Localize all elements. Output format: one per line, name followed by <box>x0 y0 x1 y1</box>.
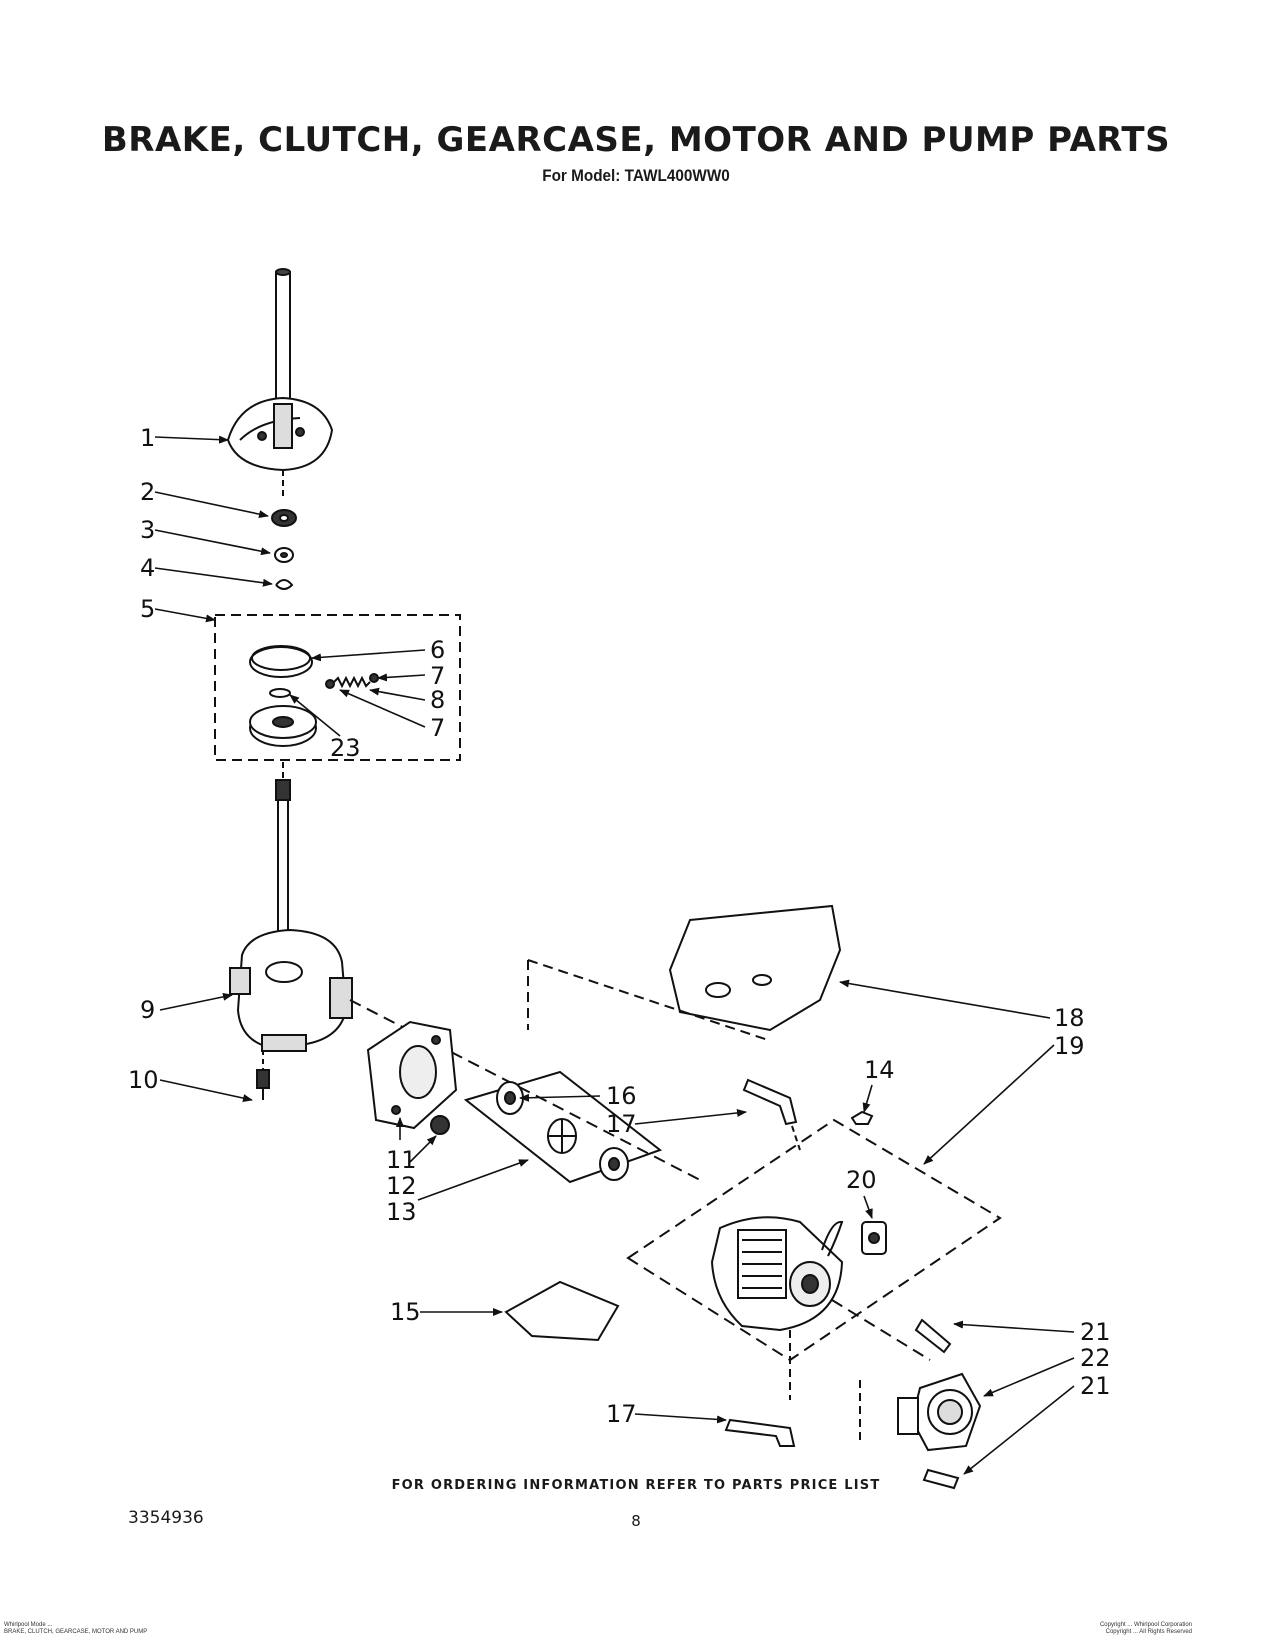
fine-print-right: Copyright ... Whirlpool Corporation Copy… <box>1099 1622 1192 1635</box>
part-13-coupling-frame <box>463 1070 663 1184</box>
leader-18 <box>839 979 1051 1019</box>
callout-18: 18 <box>1054 1004 1085 1032</box>
part-12-nut <box>430 1115 450 1135</box>
part-2-washer <box>271 509 297 527</box>
coupler-hub <box>599 1147 629 1181</box>
part-10-screw <box>256 1069 270 1100</box>
part-6-brake-ring <box>249 645 313 678</box>
leader-21a <box>953 1320 1075 1333</box>
callout-9: 9 <box>140 996 155 1024</box>
callout-7a: 7 <box>430 662 445 690</box>
leader-10 <box>159 1079 253 1102</box>
leader-9 <box>159 992 233 1011</box>
leader-16 <box>519 1093 601 1102</box>
leader-13 <box>417 1159 529 1201</box>
agitator-shaft-part <box>275 268 291 423</box>
callout-23: 23 <box>330 734 361 762</box>
leader-5 <box>154 608 216 623</box>
callout-12: 12 <box>386 1172 417 1200</box>
part-14-clip <box>850 1110 874 1125</box>
leader-3 <box>154 529 271 556</box>
leader-14 <box>862 1084 873 1113</box>
callout-10: 10 <box>128 1066 159 1094</box>
leader-8 <box>369 687 426 701</box>
callout-21b: 21 <box>1080 1372 1111 1400</box>
callout-17a: 17 <box>606 1110 637 1138</box>
part-16-coupler <box>496 1081 524 1115</box>
part-11-mount-plate <box>366 1020 458 1130</box>
brake-rotor-disk <box>249 705 317 747</box>
leader-17b <box>634 1413 727 1424</box>
part-4-clip <box>275 579 294 590</box>
part-17-cable-lower <box>724 1418 796 1447</box>
callout-6: 6 <box>430 636 445 664</box>
part-21-clip-lower <box>922 1468 960 1490</box>
callout-1: 1 <box>140 424 155 452</box>
part-9-gearcase <box>229 779 353 1052</box>
callout-5: 5 <box>140 595 155 623</box>
leader-21b <box>963 1385 1075 1475</box>
callout-13: 13 <box>386 1198 417 1226</box>
leader-22 <box>983 1357 1075 1397</box>
page-title: BRAKE, CLUTCH, GEARCASE, MOTOR AND PUMP … <box>101 120 1171 160</box>
part-1-cam <box>226 396 334 472</box>
part-22-pump <box>897 1372 982 1452</box>
fine-print-left: Whirlpool Mode ... BRAKE, CLUTCH, GEARCA… <box>4 1622 148 1635</box>
callout-15: 15 <box>390 1298 421 1326</box>
leader-19 <box>923 1044 1055 1165</box>
leader-4 <box>154 567 273 587</box>
part-23-pin <box>269 688 291 698</box>
leader-6 <box>311 649 426 662</box>
leader-7b <box>339 689 426 728</box>
leader-12 <box>409 1135 437 1163</box>
callout-17b: 17 <box>606 1400 637 1428</box>
callout-19: 19 <box>1054 1032 1085 1060</box>
leader-7a <box>377 673 426 682</box>
part-21-clip-upper <box>914 1318 952 1354</box>
callout-8: 8 <box>430 686 445 714</box>
callout-21a: 21 <box>1080 1318 1111 1346</box>
leader-2 <box>154 491 269 519</box>
motor-body <box>710 1216 844 1332</box>
document-number: 3354936 <box>128 1508 204 1528</box>
part-15-gasket <box>504 1280 620 1342</box>
part-3-ring <box>274 547 294 563</box>
callout-2: 2 <box>140 478 155 506</box>
model-subtitle: For Model: TAWL400WW0 <box>542 166 730 185</box>
leader-20 <box>863 1195 873 1219</box>
leader-23 <box>289 694 341 737</box>
part-19-motor-frame <box>626 1118 1002 1362</box>
leader-1 <box>154 435 229 444</box>
callout-14: 14 <box>864 1056 895 1084</box>
part-8-spring <box>325 673 379 689</box>
callout-11: 11 <box>386 1146 417 1174</box>
callout-22: 22 <box>1080 1344 1111 1372</box>
callout-7b: 7 <box>430 714 445 742</box>
brake-assembly-frame <box>214 614 461 761</box>
leader-17a <box>634 1108 747 1125</box>
callout-3: 3 <box>140 516 155 544</box>
part-18-gasket <box>668 904 842 1032</box>
part-17-cable-upper <box>742 1078 798 1126</box>
coupler-disk <box>547 1118 577 1154</box>
callout-16: 16 <box>606 1082 637 1110</box>
callout-4: 4 <box>140 554 155 582</box>
page-number: 8 <box>631 1512 641 1530</box>
callout-20: 20 <box>846 1166 877 1194</box>
ordering-note: FOR ORDERING INFORMATION REFER TO PARTS … <box>391 1478 881 1493</box>
part-20-switch <box>861 1221 887 1255</box>
